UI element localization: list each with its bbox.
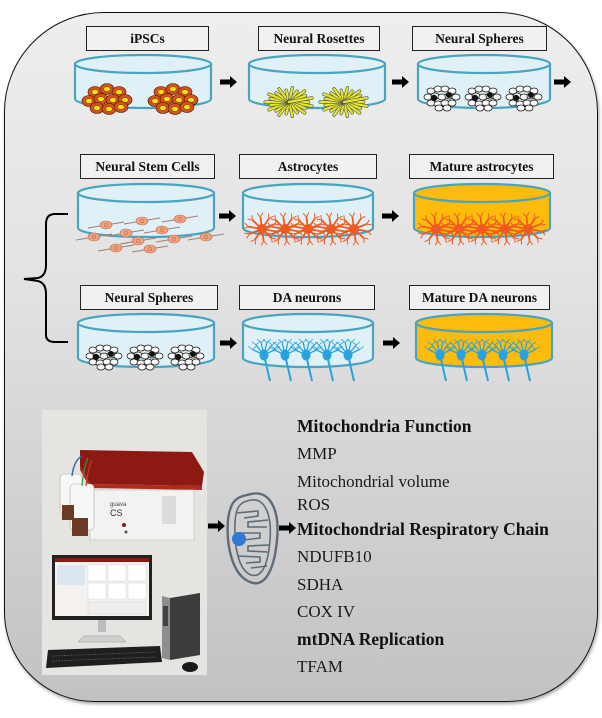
astrocyte-cell: [266, 212, 304, 246]
cytometer-icon: guava CS: [59, 450, 204, 541]
neural-stem-cell: [155, 234, 193, 244]
arrow-right-icon: [382, 210, 399, 222]
neural-sphere: [85, 344, 123, 371]
culture-dish: [76, 312, 216, 371]
neural-rosette: [263, 85, 314, 119]
neural-sphere: [167, 344, 205, 371]
stage-label-astrocytes: Astrocytes: [239, 154, 377, 179]
neural-sphere: [423, 85, 461, 112]
assay-ros: ROS: [297, 495, 331, 514]
culture-dish: [73, 53, 213, 115]
astrocyte-cell: [440, 212, 478, 246]
da-neuron-cell: [466, 339, 498, 382]
astrocyte-cell: [417, 212, 455, 246]
da-neuron-cell: [424, 339, 456, 382]
neural-sphere: [505, 85, 543, 112]
arrow-right-icon: [220, 337, 237, 349]
da-neuron-cell: [269, 339, 301, 382]
arrow-to-assays-icon: [279, 522, 296, 534]
astrocyte-cell: [486, 212, 524, 246]
arrow-right-icon: [392, 76, 409, 88]
neural-sphere: [126, 344, 164, 371]
da-neuron-cell: [508, 339, 540, 382]
ipsc-colony: [147, 83, 199, 115]
stage-label-ipscs: iPSCs: [86, 26, 209, 51]
assay-heading-respiratory-chain: Mitochondrial Respiratory Chain: [297, 519, 549, 539]
culture-dish: [75, 182, 225, 254]
assay-tfam: TFAM: [297, 657, 343, 676]
neural-rosette: [318, 85, 369, 119]
culture-dish: [247, 53, 387, 119]
da-neuron-cell: [290, 339, 322, 382]
neural-stem-cell: [97, 243, 135, 253]
da-neuron-cell: [487, 339, 519, 382]
culture-dish: [241, 182, 375, 246]
svg-text:CS: CS: [110, 508, 123, 518]
neural-stem-cell: [161, 214, 199, 224]
culture-dish: [416, 53, 552, 112]
computer-monitor-icon: [52, 555, 152, 643]
neural-stem-cell: [119, 236, 157, 246]
neural-stem-cell: [131, 244, 169, 254]
culture-dish: [241, 312, 375, 382]
stage-label-mature-da-neurons: Mature DA neurons: [409, 285, 550, 310]
neural-sphere: [464, 85, 502, 112]
mitochondrion-icon: [226, 492, 279, 585]
astrocyte-cell: [509, 212, 547, 246]
keyboard-icon: [46, 646, 198, 672]
neural-stem-cell: [143, 225, 181, 235]
da-neuron-cell: [248, 339, 280, 382]
arrow-to-mitochondrion-icon: [208, 520, 225, 532]
astrocyte-cell: [243, 212, 281, 246]
culture-dish: [414, 312, 554, 382]
astrocyte-cell: [312, 212, 350, 246]
arrow-right-icon: [220, 76, 237, 88]
ipsc-colony: [81, 83, 133, 115]
assay-mitochondrial-volume: Mitochondrial volume: [297, 472, 450, 491]
stage-label-neural-spheres-2: Neural Spheres: [80, 285, 218, 310]
assay-heading-mtdna-replication: mtDNA Replication: [297, 629, 445, 649]
assay-mmp: MMP: [297, 444, 337, 463]
astrocyte-cell: [335, 212, 373, 246]
arrow-right-icon: [383, 337, 400, 349]
stage-label-mature-astrocytes: Mature astrocytes: [409, 154, 554, 179]
da-neuron-cell: [445, 339, 477, 382]
neural-stem-cell: [107, 228, 145, 238]
arrow-right-icon: [554, 76, 571, 88]
neural-stem-cell: [87, 220, 125, 230]
stage-label-neural-stem-cells: Neural Stem Cells: [80, 154, 215, 179]
assay-cox-iv: COX IV: [297, 602, 356, 621]
flow-cytometer-image: guava CS: [42, 410, 207, 675]
astrocyte-cell: [463, 212, 501, 246]
culture-dish: [412, 182, 552, 246]
assay-sdha: SDHA: [297, 575, 344, 594]
assay-heading-mitochondria-function: Mitochondria Function: [297, 416, 472, 436]
stage-label-neural-rosettes: Neural Rosettes: [258, 26, 380, 51]
neural-stem-cell: [75, 232, 113, 242]
neural-stem-cell: [187, 232, 225, 242]
stage-label-neural-spheres: Neural Spheres: [412, 26, 547, 51]
assay-ndufb10: NDUFB10: [297, 547, 372, 566]
arrow-right-icon: [219, 210, 236, 222]
mitochondrial-dna-dot: [232, 532, 246, 546]
astrocyte-cell: [289, 212, 327, 246]
stage-label-da-neurons: DA neurons: [239, 285, 375, 310]
da-neuron-cell: [311, 339, 343, 382]
curly-bracket-icon: [23, 213, 68, 343]
computer-tower-icon: [162, 593, 200, 660]
svg-text:guava: guava: [110, 502, 127, 508]
neural-stem-cell: [123, 216, 161, 226]
da-neuron-cell: [332, 339, 364, 382]
